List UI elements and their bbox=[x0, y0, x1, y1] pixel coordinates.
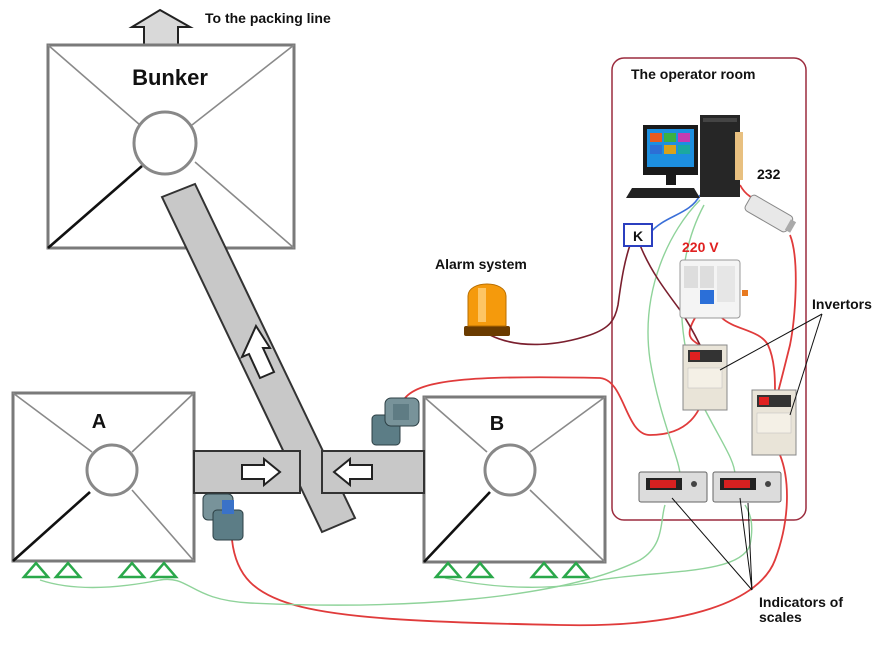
breaker-inverter2-wire bbox=[721, 317, 776, 391]
conveyor-b-left-arrow bbox=[332, 456, 373, 488]
relay-k bbox=[623, 223, 653, 247]
indicators-label-line2: scales bbox=[759, 609, 802, 625]
invertors-label: Invertors bbox=[812, 296, 872, 312]
indicators-label-line1: Indicators of bbox=[759, 594, 843, 610]
motor-b-power-wire bbox=[404, 376, 706, 436]
bunker-label: Bunker bbox=[132, 65, 208, 90]
conveyor-up-arrow bbox=[240, 323, 276, 380]
motor-icon bbox=[202, 493, 244, 541]
motor-a-power-wire bbox=[231, 454, 788, 627]
wiring bbox=[39, 184, 797, 627]
relay-k-label: K bbox=[633, 228, 643, 244]
computer-icon bbox=[626, 115, 743, 198]
conveyor-a bbox=[193, 450, 301, 494]
rs232-inverter-wire bbox=[777, 234, 797, 393]
motor-icon bbox=[371, 397, 420, 446]
sensors-a-signal-wire bbox=[39, 504, 666, 606]
voltage-label: 220 V bbox=[682, 239, 719, 255]
hopper-a: A bbox=[11, 391, 196, 563]
scale-indicator-icon bbox=[638, 471, 708, 503]
inclined-conveyor bbox=[160, 182, 357, 534]
conveyor-a-right-arrow bbox=[241, 456, 282, 488]
pc-relay-wire bbox=[649, 194, 701, 234]
load-sensor-icon bbox=[21, 561, 591, 579]
pc-indicator1-wire bbox=[647, 199, 701, 476]
alarm-lamp-icon bbox=[464, 283, 510, 336]
port-232-label: 232 bbox=[757, 166, 781, 182]
indicators-pointer-lines bbox=[671, 497, 753, 591]
breaker-inverter1-wire bbox=[688, 317, 701, 346]
conveyor-b bbox=[321, 450, 425, 494]
hopper-b: B bbox=[422, 395, 607, 564]
alarm-control-wire bbox=[489, 244, 631, 346]
scale-indicator-icon bbox=[712, 471, 782, 503]
sensors-b-signal-wire bbox=[444, 504, 753, 588]
packing-line-label: To the packing line bbox=[205, 10, 331, 26]
circuit-breaker-icon bbox=[679, 259, 748, 319]
hopper-a-label: A bbox=[92, 411, 106, 433]
alarm-label: Alarm system bbox=[435, 256, 527, 272]
rs232-adapter-icon bbox=[744, 194, 797, 233]
operator-room-frame bbox=[611, 57, 807, 521]
operator-room-label: The operator room bbox=[631, 66, 755, 82]
hopper-b-label: B bbox=[490, 413, 504, 435]
up-arrow-icon bbox=[128, 8, 194, 46]
inverter-icon bbox=[751, 389, 797, 456]
inverter-icon bbox=[682, 344, 728, 411]
invertors-pointer-lines bbox=[719, 313, 823, 416]
